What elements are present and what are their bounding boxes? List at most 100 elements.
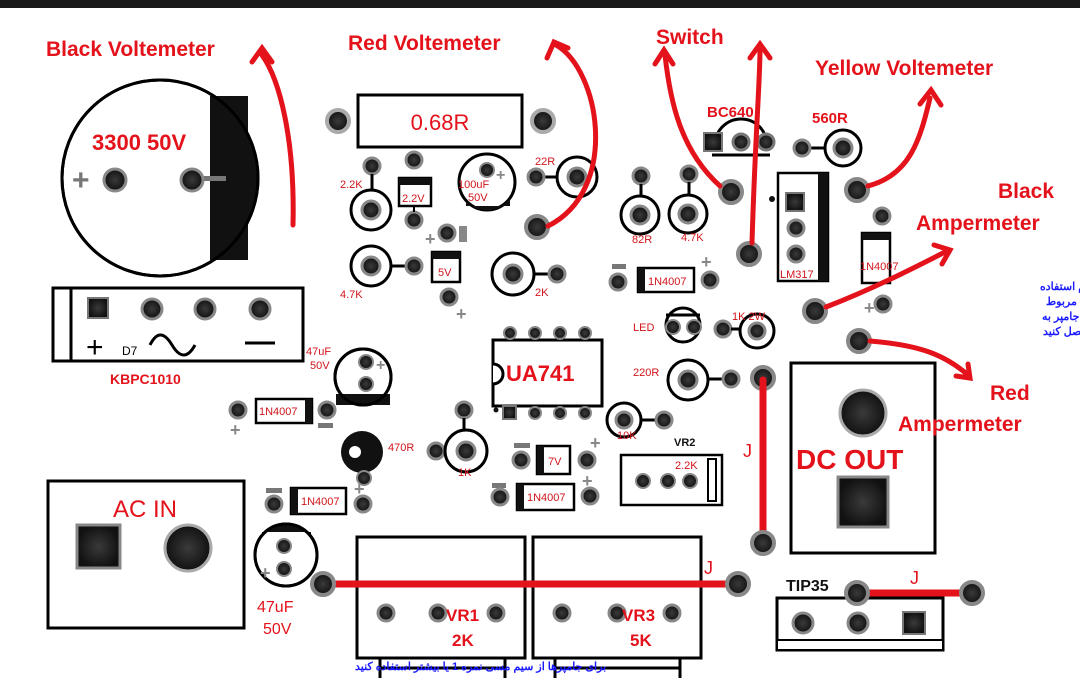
ac-in-connector: AC IN <box>46 479 246 630</box>
resistor-560r: 560R <box>792 110 863 168</box>
red-ammeter-label-1: Red <box>990 382 1030 405</box>
yellow-voltmeter-label: Yellow Voltemeter <box>815 57 993 80</box>
svg-text:+: + <box>456 304 467 324</box>
black-ammeter-pad <box>802 298 828 324</box>
svg-text:+: + <box>864 298 875 318</box>
ua741-ic: UA741 <box>491 326 604 420</box>
note-line-3: به آمپرمتر را با جامپر به <box>1042 309 1080 323</box>
vr1-potentiometer: VR1 2K <box>355 535 527 678</box>
resistor-47k-b: 4.7K <box>340 244 424 301</box>
r2k-label: 2K <box>535 287 549 299</box>
svg-text:+: + <box>230 420 241 440</box>
red-ammeter-label-2: Ampermeter <box>898 413 1022 436</box>
resistor-068-label: 0.68R <box>411 110 470 135</box>
svg-text:+: + <box>86 331 104 364</box>
zener-22v: 2.2V <box>397 150 433 230</box>
tip35-transistor: TIP35 <box>775 578 945 652</box>
vr2-label: VR2 <box>674 437 695 449</box>
svg-text:+: + <box>496 167 505 184</box>
z5v-label: 5V <box>438 267 452 279</box>
bc640-label: BC640 <box>707 104 754 121</box>
black-ammeter-label-2: Ampermeter <box>916 212 1040 235</box>
dc-out-label: DC OUT <box>796 444 903 475</box>
diode-1n4007-mid: 1N4007 + <box>608 252 720 294</box>
red-voltmeter-label: Red Voltemeter <box>348 32 501 55</box>
vr2-trimpot: VR2 2.2K <box>619 437 724 507</box>
d1n4007-bottom-label: 1N4007 <box>527 492 566 504</box>
capacitor-47uf-a: 47uF 50V + <box>306 346 393 407</box>
top-border <box>0 0 1080 8</box>
bridge-rectifier: + D7 KBPC1010 <box>51 286 305 387</box>
switch-pad-2 <box>736 241 762 267</box>
yellow-voltmeter-pad <box>844 177 870 203</box>
cap47a-label: 47uF <box>306 346 331 358</box>
d1n4007-mid-label: 1N4007 <box>648 276 687 288</box>
jumper-label-3: J <box>910 568 919 588</box>
led: LED <box>633 306 702 344</box>
resistor-2k: 2K <box>490 251 567 299</box>
vr3-value: 5K <box>630 631 652 650</box>
resistor-220r: 220R <box>633 358 741 402</box>
cap-main-label: 3300 50V <box>92 130 187 155</box>
cap47b-voltage: 50V <box>263 621 292 638</box>
r82-label: 82R <box>632 234 652 246</box>
ac-in-label: AC IN <box>113 496 177 523</box>
cap100-voltage: 50V <box>468 192 488 204</box>
tip-jumper-pad-left <box>844 580 870 606</box>
tip35-label: TIP35 <box>786 578 829 595</box>
r1k2w-label: 1K 2W <box>732 311 766 323</box>
note-line-4: .هم متصل کنید <box>1043 326 1080 338</box>
vr2-value: 2.2K <box>675 460 698 472</box>
resistor-068: 0.68R <box>325 93 556 149</box>
svg-text:+: + <box>590 433 601 453</box>
resistor-10k: 10K <box>605 401 674 442</box>
ammeter-note: در صورت عدم استفاده از آمپرمتر دو اتصال … <box>1040 281 1080 338</box>
bridge-label: KBPC1010 <box>110 371 181 387</box>
lm317-label: LM317 <box>780 269 814 281</box>
diode-1n4007-lower-left: 1N4007 <box>264 486 373 516</box>
resistor-47k-a: 4.7K <box>667 164 709 244</box>
lm317-regulator: LM317 <box>769 171 830 283</box>
svg-text:+: + <box>701 252 712 272</box>
cap100-label: 100uF <box>458 179 489 191</box>
d1n4007-lower-left-label: 1N4007 <box>301 496 340 508</box>
r22k-label: 2.2K <box>340 179 363 191</box>
cap47a-voltage: 50V <box>310 360 330 372</box>
red-wires <box>249 38 976 597</box>
diode-1n4007-bottom: 1N4007 + <box>490 471 600 512</box>
r10k-label: 10K <box>617 430 637 442</box>
svg-text:+: + <box>260 563 271 583</box>
capacitor-100uf: 100uF 50V + <box>457 152 517 212</box>
jumper-label-2: J <box>704 558 713 578</box>
jumper-label-1: J <box>743 441 752 461</box>
svg-text:+: + <box>354 479 365 499</box>
vr1-label: VR1 <box>446 606 479 625</box>
resistor-82r: 82R <box>619 166 661 246</box>
switch-label: Switch <box>656 26 724 49</box>
r47k-b-label: 4.7K <box>340 289 363 301</box>
r22k-group: 2.2K <box>340 156 393 232</box>
svg-text:+: + <box>376 357 385 374</box>
trimmer-470r: + 470R <box>341 431 452 499</box>
minus-sign <box>204 176 226 181</box>
zener-5v: + 5V + <box>425 223 467 324</box>
r1k-label: 1K <box>458 467 472 479</box>
note-line-2: از آمپرمتر دو اتصال مربوط <box>1046 294 1080 308</box>
led-label: LED <box>633 322 654 334</box>
capacitor-47uf-b: + 47uF 50V <box>253 522 319 638</box>
r470-label: 470R <box>388 442 414 454</box>
bc640-transistor: BC640 <box>703 104 776 157</box>
svg-text:+: + <box>582 471 593 491</box>
diode-1n4007-left: + 1N4007 <box>228 397 337 440</box>
switch-pad-1 <box>718 179 744 205</box>
cap47b-label: 47uF <box>257 599 294 616</box>
diode-1n4007-right: 1N4007 + <box>860 206 899 318</box>
d1n4007-left-label: 1N4007 <box>259 406 298 418</box>
z22v-label: 2.2V <box>402 193 425 205</box>
r22-label: 22R <box>535 156 555 168</box>
resistor-1k-2w: 1K 2W <box>713 311 776 350</box>
zener-7v: 7V + <box>511 433 601 476</box>
vr3-potentiometer: VR3 5K <box>531 535 703 678</box>
